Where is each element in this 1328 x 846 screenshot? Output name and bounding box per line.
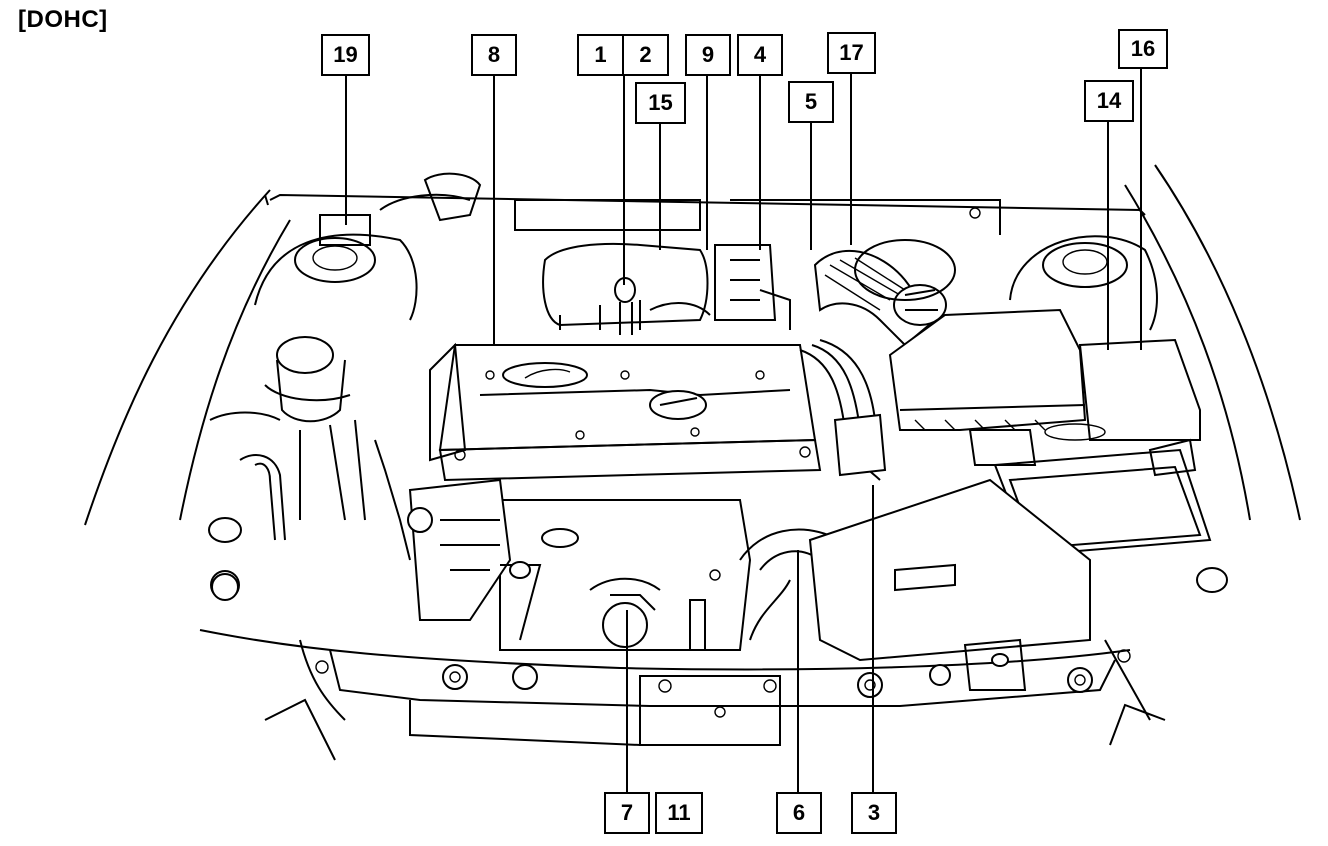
callout-11: 11: [655, 792, 703, 834]
callout-3: 3: [851, 792, 897, 834]
callout-4: 4: [737, 34, 783, 76]
callout-6: 6: [776, 792, 822, 834]
callout-5: 5: [788, 81, 834, 123]
engine-block: [499, 499, 752, 651]
callout-16: 16: [1118, 29, 1168, 69]
fender-outlines: [84, 164, 1301, 526]
strut-towers: [254, 233, 1158, 331]
callout-9: 9: [685, 34, 731, 76]
callout-7: 7: [604, 792, 650, 834]
power-steering-reservoir: [264, 336, 351, 521]
throttle-body: [649, 244, 791, 330]
callout-19: 19: [321, 34, 370, 76]
alternator-area: [407, 478, 542, 690]
fuse-box: [808, 478, 1093, 698]
leader-lines: [345, 66, 1142, 798]
left-hoses: [208, 411, 411, 600]
diagram-caption: [DOHC]: [18, 6, 108, 33]
callout-15: 15: [635, 82, 686, 124]
intake-snorkel: [813, 239, 956, 347]
callout-8: 8: [471, 34, 517, 76]
firewall-area: [319, 172, 1001, 246]
callout-1: 1: [577, 34, 624, 76]
callout-14: 14: [1084, 80, 1134, 122]
mounts: [211, 567, 1228, 601]
callout-17: 17: [827, 32, 876, 74]
callout-2: 2: [622, 34, 669, 76]
air-cleaner: [888, 308, 1201, 441]
ignition-leads: [799, 339, 887, 481]
intake-plenum: [542, 242, 709, 335]
cylinder-head-cover: [429, 342, 822, 482]
